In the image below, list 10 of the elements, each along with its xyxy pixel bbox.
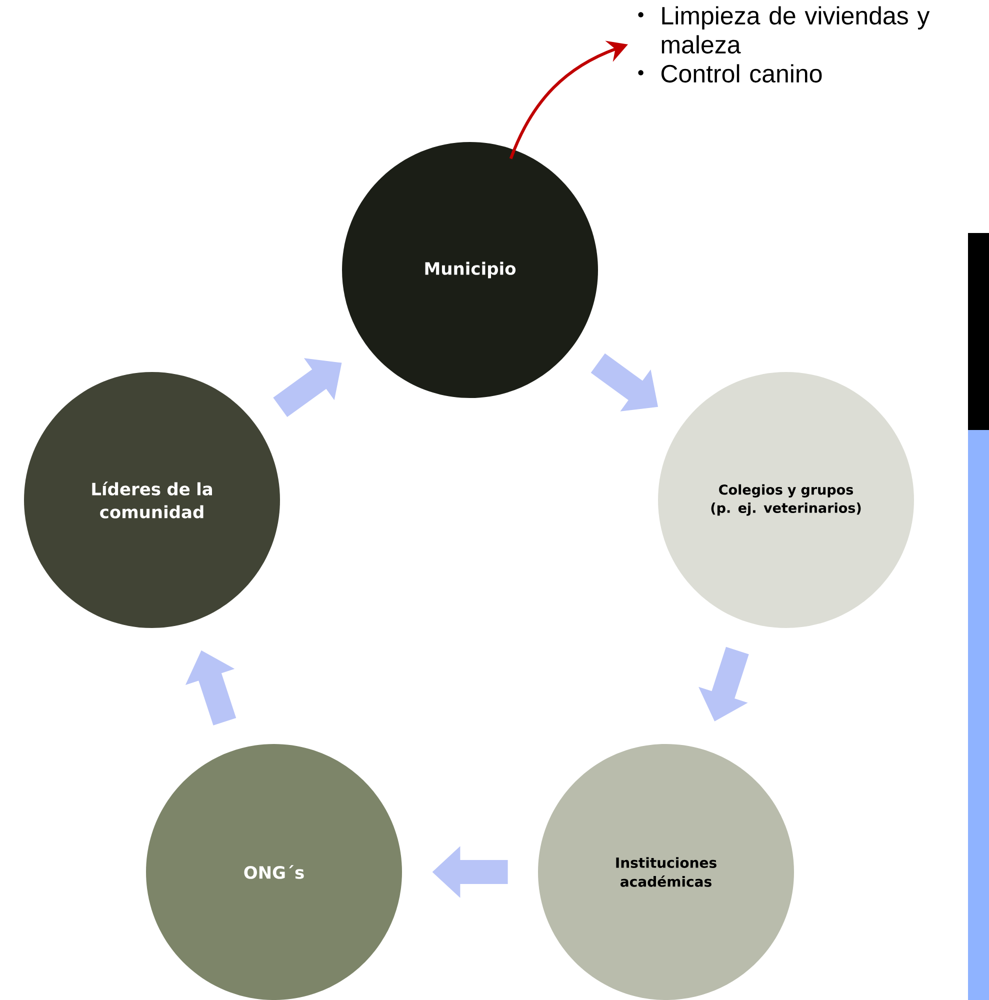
side-bar: [968, 233, 989, 430]
bullet-list: Limpieza de viviendas y maleza Control canino: [638, 6, 930, 83]
circle-node: Colegios y grupos (p. ej. veterinarios): [658, 372, 914, 628]
side-bar: [968, 430, 989, 1000]
circle-node: Líderes de la comunidad: [24, 372, 280, 628]
node-label: Limpieza de viviendas y maleza: [662, 6, 930, 54]
circle-node: Instituciones académicas: [538, 744, 794, 1000]
circle-node: ONG´s: [146, 744, 402, 1000]
circle-node: Municipio: [342, 142, 598, 398]
node-label: Control canino: [661, 64, 822, 83]
